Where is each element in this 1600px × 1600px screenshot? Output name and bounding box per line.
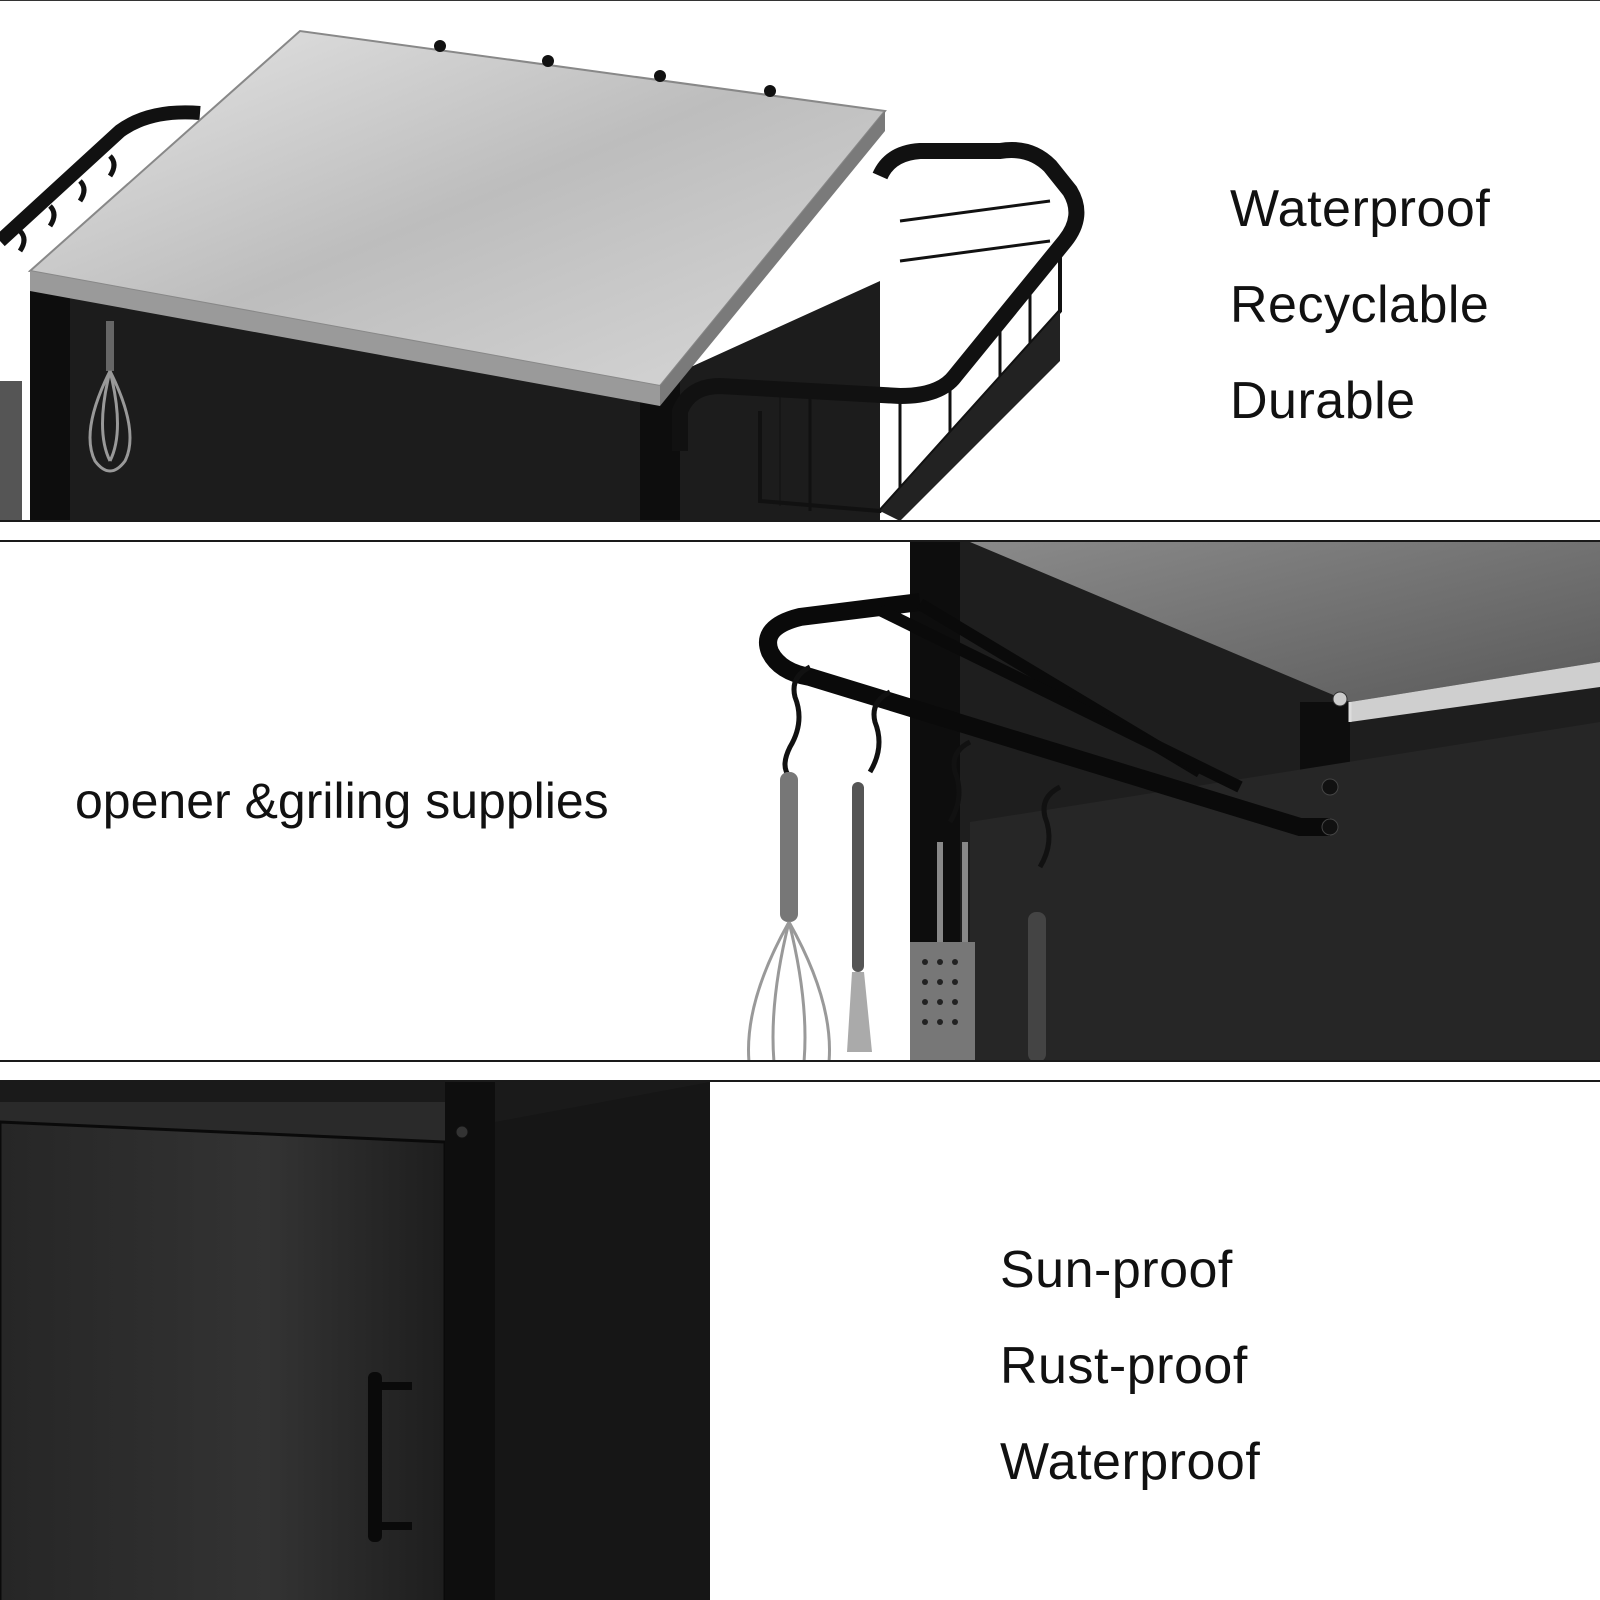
top-pegs: [434, 40, 776, 97]
feature-item: Waterproof: [1230, 180, 1491, 238]
panel-side-rail: opener &griling supplies: [0, 540, 1600, 1062]
tong-tool: [852, 782, 864, 972]
steel-top: [970, 542, 1600, 702]
side-rail: [0, 105, 201, 247]
feature-item: Sun-proof: [1000, 1241, 1233, 1299]
cart-top-illustration: [0, 29, 1085, 520]
whisk-icon: [88, 321, 132, 473]
s-hook-icon: [17, 154, 117, 253]
cabinet-handle-icon: [368, 1372, 412, 1542]
grater-icon: [0, 381, 22, 520]
tool-rail: [759, 593, 1330, 836]
utensil-tool: [1028, 912, 1046, 1060]
feature-item: Recyclable: [1230, 276, 1490, 334]
feature-item: Waterproof: [1000, 1433, 1261, 1491]
s-hook-icon: [782, 664, 1062, 869]
feature-list-top: Waterproof Recyclable Durable: [1230, 161, 1490, 449]
side-rail-illustration: [747, 542, 1600, 1060]
whisk-icon: [747, 772, 831, 1060]
cabinet-door: [0, 1120, 447, 1600]
feature-item: Rust-proof: [1000, 1337, 1248, 1395]
feature-list-bottom: Sun-proof Rust-proof Waterproof: [1000, 1222, 1260, 1510]
panel-top-view: Waterproof Recyclable Durable: [0, 0, 1600, 522]
grater-icon: [910, 842, 975, 1060]
feature-item: Durable: [1230, 372, 1416, 430]
panel-caption: opener &griling supplies: [75, 773, 609, 829]
cabinet-post: [445, 1082, 495, 1600]
cabinet-illustration: [0, 1082, 710, 1600]
panel-cabinet: Sun-proof Rust-proof Waterproof: [0, 1080, 1600, 1600]
